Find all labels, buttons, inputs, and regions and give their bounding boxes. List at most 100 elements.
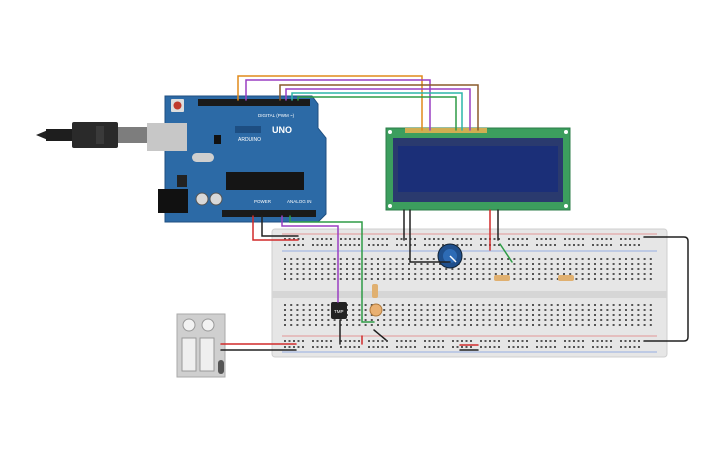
breadboard-hole	[316, 244, 319, 246]
breadboard-hole	[340, 340, 342, 342]
breadboard-hole	[488, 314, 491, 316]
breadboard-hole	[507, 258, 510, 260]
breadboard-hole	[297, 346, 300, 348]
breadboard-hole	[420, 314, 423, 316]
breadboard-hole	[424, 244, 426, 246]
wire-black-1	[261, 215, 299, 237]
breadboard-hole	[513, 309, 516, 311]
breadboard-hole	[288, 346, 291, 348]
breadboard-hole	[563, 304, 565, 306]
breadboard-hole	[618, 268, 621, 270]
resistor-1[interactable]	[372, 284, 378, 298]
temperature-sensor[interactable]: TMP	[331, 302, 347, 319]
breadboard-hole	[401, 304, 404, 306]
breadboard-hole	[476, 309, 479, 311]
breadboard-hole	[293, 238, 295, 240]
breadboard-hole	[649, 258, 652, 260]
breadboard-hole	[563, 309, 565, 311]
breadboard-hole	[513, 314, 516, 316]
breadboard-hole	[488, 263, 491, 265]
breadboard-hole	[293, 340, 295, 342]
breadboard-hole	[395, 324, 398, 326]
potentiometer[interactable]	[437, 243, 463, 269]
breadboard-hole	[445, 319, 448, 321]
breadboard-hole	[290, 324, 293, 326]
breadboard-hole	[501, 319, 503, 321]
breadboard-hole	[451, 273, 454, 275]
breadboard-hole	[470, 244, 472, 246]
breadboard-hole	[420, 273, 423, 275]
wires[interactable]	[220, 75, 689, 351]
breadboard-hole	[596, 340, 599, 342]
breadboard-hole	[594, 258, 596, 260]
breadboard-hole	[624, 238, 627, 240]
photoresistor[interactable]	[369, 303, 383, 317]
breadboard-hole	[581, 314, 584, 316]
breadboard-hole	[302, 346, 304, 348]
lcd-16x2[interactable]	[385, 127, 571, 211]
breadboard-hole	[470, 278, 472, 280]
pushbutton-module[interactable]	[176, 313, 226, 378]
breadboard-hole	[433, 340, 435, 342]
breadboard-hole	[377, 273, 379, 275]
breadboard-hole	[445, 324, 448, 326]
breadboard-hole	[463, 263, 466, 265]
breadboard-hole	[526, 346, 528, 348]
breadboard-hole	[568, 346, 571, 348]
breadboard-hole	[426, 263, 429, 265]
arduino-uno-board[interactable]: UNO ARDUINO DIGITAL (PWM ~) POWER ANALOG…	[147, 95, 327, 223]
resistor-2[interactable]	[494, 275, 510, 281]
breadboard-hole	[408, 278, 410, 280]
breadboard-hole	[550, 304, 553, 306]
breadboard-hole	[525, 258, 528, 260]
breadboard-hole	[610, 238, 612, 240]
breadboard-hole	[296, 278, 299, 280]
breadboard[interactable]	[271, 228, 668, 358]
breadboard-hole	[577, 238, 580, 240]
breadboard-hole	[451, 314, 454, 316]
breadboard-hole	[377, 258, 379, 260]
usb-cable[interactable]	[36, 122, 168, 148]
breadboard-hole	[582, 340, 584, 342]
breadboard-hole	[439, 268, 441, 270]
breadboard-hole	[631, 324, 634, 326]
resistor-3[interactable]	[558, 275, 574, 281]
breadboard-hole	[569, 263, 572, 265]
wire-teal-1	[291, 92, 463, 131]
breadboard-hole	[353, 346, 356, 348]
breadboard-hole	[377, 278, 379, 280]
breadboard-hole	[346, 258, 348, 260]
breadboard-hole	[321, 314, 324, 316]
breadboard-hole	[321, 278, 324, 280]
breadboard-hole	[352, 273, 355, 275]
breadboard-hole	[401, 324, 404, 326]
breadboard-hole	[554, 238, 556, 240]
breadboard-hole	[563, 263, 565, 265]
breadboard-hole	[358, 314, 361, 316]
breadboard-hole	[308, 263, 311, 265]
breadboard-hole	[493, 238, 496, 240]
breadboard-hole	[302, 238, 304, 240]
breadboard-hole	[414, 309, 417, 311]
breadboard-hole	[556, 273, 559, 275]
breadboard-hole	[386, 346, 388, 348]
breadboard-hole	[372, 238, 375, 240]
breadboard-hole	[405, 346, 407, 348]
breadboard-hole	[302, 314, 305, 316]
breadboard-hole	[587, 319, 590, 321]
breadboard-hole	[346, 273, 348, 275]
breadboard-hole	[414, 278, 417, 280]
breadboard-hole	[637, 263, 640, 265]
breadboard-hole	[352, 268, 355, 270]
breadboard-hole	[592, 346, 594, 348]
breadboard-hole	[601, 238, 603, 240]
breadboard-hole	[432, 268, 435, 270]
breadboard-hole	[532, 273, 534, 275]
lcd-pin-header	[405, 128, 487, 133]
breadboard-hole	[482, 263, 485, 265]
breadboard-hole	[451, 309, 454, 311]
breadboard-hole	[358, 244, 360, 246]
breadboard-hole	[581, 278, 584, 280]
breadboard-hole	[315, 309, 317, 311]
breadboard-hole	[358, 324, 361, 326]
